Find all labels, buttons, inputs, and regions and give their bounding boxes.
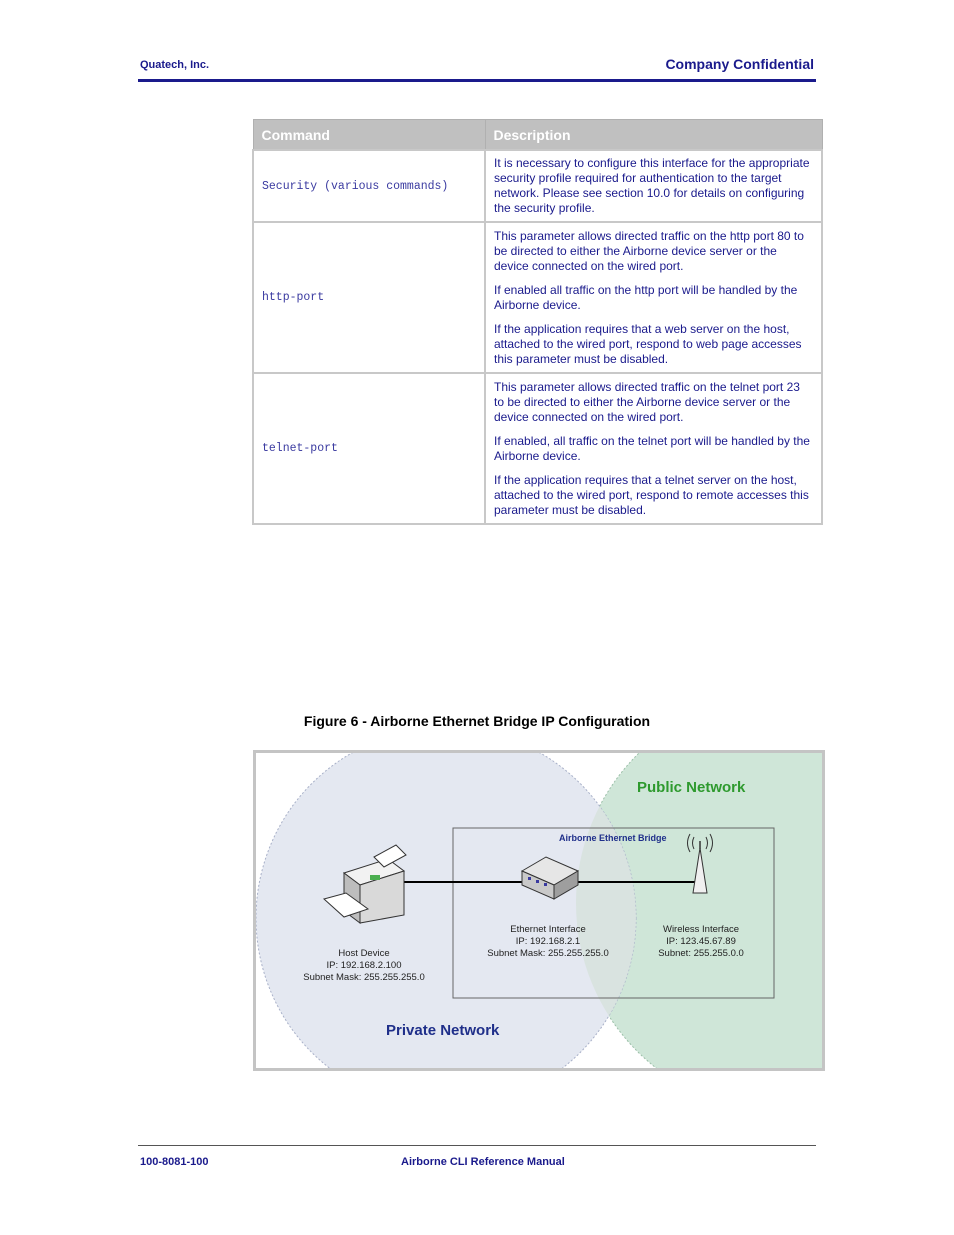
table-row: Security (various commands) It is necess… [252,149,823,223]
wireless-ip: IP: 123.45.67.89 [666,936,736,947]
host-title: Host Device [338,948,389,959]
footer-divider [138,1145,816,1146]
description-paragraph: If the application requires that a web s… [494,321,802,366]
description-paragraph: This parameter allows directed traffic o… [494,379,800,424]
ethernet-title: Ethernet Interface [510,924,586,935]
manual-title: Airborne CLI Reference Manual [401,1156,565,1168]
printer-icon [322,844,407,924]
doc-number: 100-8081-100 [140,1156,209,1168]
header-divider [138,79,816,82]
ethernet-mask: Subnet Mask: 255.255.255.0 [487,948,608,959]
description-cell: It is necessary to configure this interf… [484,149,823,223]
public-network-label: Public Network [637,779,746,796]
public-network-zone [575,753,822,1068]
column-header-description: Description [484,119,823,151]
host-ip: IP: 192.168.2.100 [326,960,401,971]
table-header-row: Command Description [252,119,823,151]
host-mask: Subnet Mask: 255.255.255.0 [303,972,424,983]
command-cell: http-port [252,221,486,374]
figure-caption: Figure 6 - Airborne Ethernet Bridge IP C… [303,713,651,729]
description-cell: This parameter allows directed traffic o… [484,372,823,525]
description-paragraph: It is necessary to configure this interf… [494,156,810,215]
confidential-label: Company Confidential [665,56,814,72]
table-row: http-port This parameter allows directed… [252,221,823,374]
wireless-title: Wireless Interface [663,924,739,935]
wireless-mask: Subnet: 255.255.0.0 [658,948,744,959]
network-diagram: Public Network Private Network Airborne … [253,750,825,1071]
command-cell: Security (various commands) [252,149,486,223]
bridge-title: Airborne Ethernet Bridge [559,833,667,843]
description-paragraph: This parameter allows directed traffic o… [494,228,804,273]
ethernet-ip: IP: 192.168.2.1 [516,936,580,947]
antenna-icon [687,833,713,894]
description-paragraph: If enabled, all traffic on the telnet po… [494,433,810,463]
description-paragraph: If the application requires that a telne… [494,472,809,517]
column-header-command: Command [252,119,486,151]
private-network-label: Private Network [386,1022,500,1039]
description-cell: This parameter allows directed traffic o… [484,221,823,374]
bridge-device-icon [520,856,580,900]
table-row: telnet-port This parameter allows direct… [252,372,823,525]
command-table: Command Description Security (various co… [252,119,823,525]
description-paragraph: If enabled all traffic on the http port … [494,282,798,312]
command-cell: telnet-port [252,372,486,525]
bridge-box [452,827,775,999]
company-name: Quatech, Inc. [140,59,210,71]
